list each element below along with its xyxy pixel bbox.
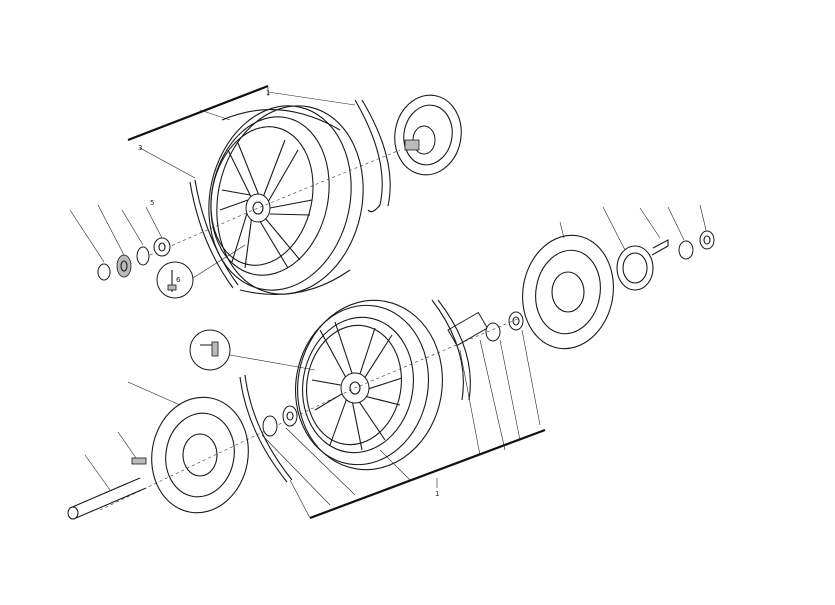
rear-left-parts xyxy=(97,237,171,281)
valve-detail-ref: 6 xyxy=(176,276,181,284)
front-bearing-left-icon xyxy=(282,405,298,427)
front-callout-bar: 1 xyxy=(127,381,546,520)
front-axle xyxy=(67,454,147,520)
front-right-brake-disc xyxy=(522,221,614,350)
sprocket-nut-icon xyxy=(116,254,132,278)
front-left-spacers xyxy=(262,405,298,437)
sprocket-carrier-parts xyxy=(602,204,715,291)
rear-spacer-ref: 5 xyxy=(150,199,154,207)
rear-rim-strip xyxy=(189,179,239,289)
rear-bearing-icon xyxy=(136,246,150,266)
front-tyre-strip-right xyxy=(431,299,471,401)
front-tyre-strip-left xyxy=(239,374,293,483)
disc-bolt xyxy=(117,431,147,465)
rear-wheel-spokes xyxy=(219,139,313,269)
rear-spacer-icon xyxy=(153,237,171,257)
right-spacer-icon xyxy=(678,240,694,260)
rear-tyre-strip xyxy=(354,99,391,213)
axle-end-icon xyxy=(67,506,79,520)
front-spacer-tube-icon xyxy=(447,311,488,347)
front-left-brake-disc xyxy=(151,396,249,514)
cush-drive-icon xyxy=(616,245,654,291)
front-valve-detail xyxy=(189,329,316,371)
bolt-icon xyxy=(131,457,147,465)
rear-group-ref: 1 xyxy=(266,89,270,97)
front-bearing-right-icon xyxy=(485,322,501,342)
rear-valve-detail xyxy=(156,244,246,299)
rear-brake-disc xyxy=(394,94,462,176)
front-wheel-assembly xyxy=(99,299,521,511)
front-group-ref: 1 xyxy=(435,490,439,498)
rear-rim-strip-ref: 3 xyxy=(138,144,142,152)
front-seal-right-icon xyxy=(508,311,524,331)
rear-callout-bar: 1 3 5 6 xyxy=(69,84,356,284)
circlip-icon xyxy=(97,263,111,281)
rear-wheel-assembly xyxy=(149,105,401,296)
front-right-spacers xyxy=(447,311,541,456)
right-bearing-icon xyxy=(699,230,715,250)
rear-hub xyxy=(245,193,271,223)
front-seal-left-icon xyxy=(262,415,278,437)
